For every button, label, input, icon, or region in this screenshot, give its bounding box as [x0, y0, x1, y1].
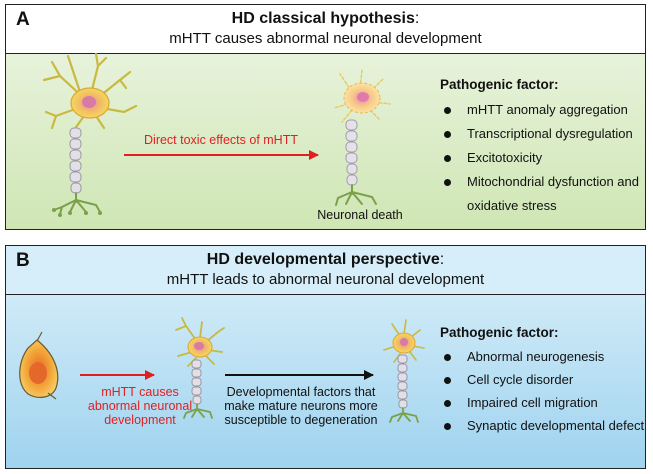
panel-b: B HD developmental perspective: mHTT lea… — [5, 245, 646, 469]
arrow-b2-label: Developmental factors that make mature n… — [224, 385, 378, 427]
bullet-icon — [444, 179, 451, 186]
factor-item: Excitotoxicity — [440, 150, 639, 174]
panel-a-title: HD classical hypothesis: — [6, 10, 645, 28]
panel-b-factor-list: Abnormal neurogenesis Cell cycle disorde… — [440, 349, 644, 441]
panel-b-letter: B — [16, 250, 30, 271]
bullet-icon — [444, 354, 451, 361]
bullet-icon — [444, 400, 451, 407]
developing-neuron-icon — [175, 317, 225, 419]
bullet-icon — [444, 377, 451, 384]
dying-neuron-icon — [333, 69, 391, 206]
factor-item: mHTT anomaly aggregation — [440, 102, 639, 126]
panel-a-header: A HD classical hypothesis: mHTT causes a… — [6, 5, 645, 54]
factor-item: Cell cycle disorder — [440, 372, 644, 395]
neuronal-death-label: Neuronal death — [317, 208, 403, 222]
factor-item: Mitochondrial dysfunction and — [440, 174, 639, 198]
healthy-neuron-icon — [42, 52, 138, 217]
panel-b-title-text: HD developmental perspective — [206, 251, 440, 268]
bullet-icon — [444, 131, 451, 138]
mature-neuron-icon — [383, 319, 425, 423]
factor-item: Synaptic developmental defect — [440, 418, 644, 441]
factor-item: Transcriptional dysregulation — [440, 126, 639, 150]
factor-item: Impaired cell migration — [440, 395, 644, 418]
bullet-icon — [444, 107, 451, 114]
panel-a: A HD classical hypothesis: mHTT causes a… — [5, 4, 646, 230]
bullet-icon — [444, 155, 451, 162]
panel-b-subtitle: mHTT leads to abnormal neuronal developm… — [166, 271, 485, 288]
panel-b-title-colon: : — [439, 251, 445, 268]
panel-b-title: HD developmental perspective: — [6, 251, 645, 269]
arrow-b1-label: mHTT causes abnormal neuronal developmen… — [87, 385, 193, 427]
bullet-icon — [444, 423, 451, 430]
panel-a-title-colon: : — [414, 10, 420, 27]
panel-a-factors-title: Pathogenic factor: — [440, 77, 559, 92]
factor-item-continued: oxidative stress — [467, 198, 557, 213]
panel-a-letter: A — [16, 9, 30, 30]
panel-a-title-text: HD classical hypothesis — [231, 10, 415, 27]
progenitor-cell-icon — [19, 331, 59, 400]
panel-a-subtitle: mHTT causes abnormal neuronal developmen… — [169, 30, 482, 47]
factor-item: Abnormal neurogenesis — [440, 349, 644, 372]
arrow-a-label: Direct toxic effects of mHTT — [144, 133, 298, 147]
panel-b-factors-title: Pathogenic factor: — [440, 325, 559, 340]
panel-b-header: B HD developmental perspective: mHTT lea… — [6, 246, 645, 295]
panel-a-factor-list: mHTT anomaly aggregation Transcriptional… — [440, 102, 639, 222]
